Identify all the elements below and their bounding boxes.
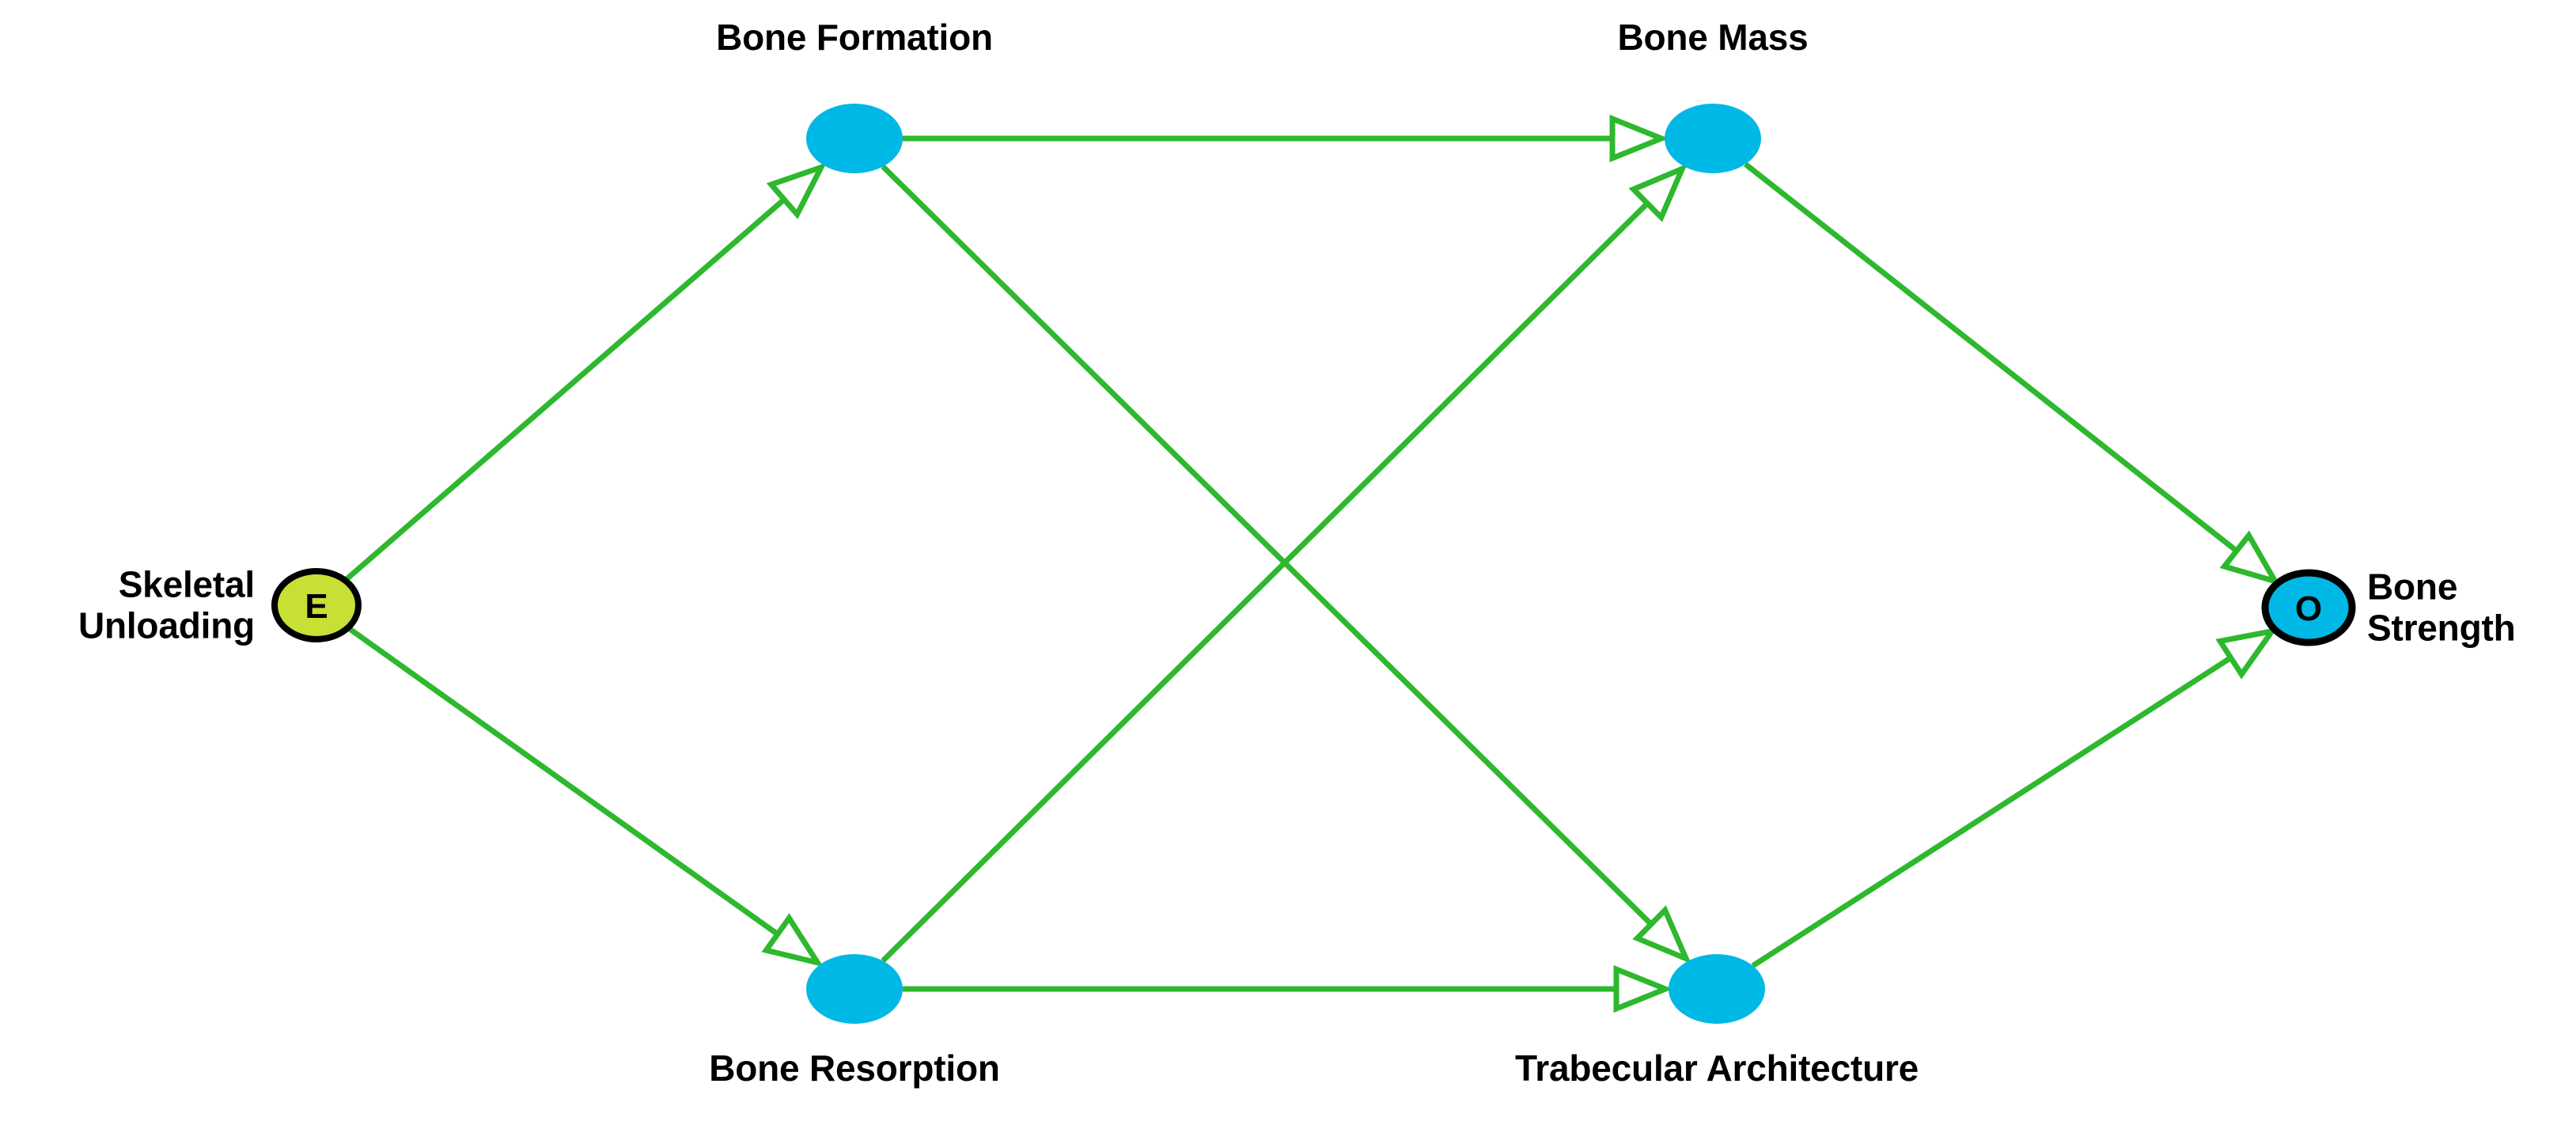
node-o[interactable] (2261, 569, 2356, 646)
arrowhead-bf-to-ta (1632, 905, 1691, 964)
edge-ta-to-o (1751, 655, 2233, 968)
node-label-bone-strength: Bone Strength (2367, 566, 2516, 648)
edge-bf-to-ta (881, 165, 1654, 926)
edge-bm-to-o (1744, 161, 2239, 554)
node-label-bone-formation: Bone Formation (716, 17, 993, 58)
edge-e-to-br (346, 625, 779, 937)
edge-br-to-bm (881, 201, 1650, 963)
arrowhead-br-to-ta (1613, 964, 1673, 1013)
arrowhead-bm-to-o (2219, 530, 2282, 586)
node-e[interactable] (271, 568, 362, 642)
node-label-trabecular-architecture: Trabecular Architecture (1514, 1048, 1919, 1089)
arrowhead-e-to-bf (766, 162, 828, 220)
node-layer (271, 104, 2356, 1024)
edge-e-to-bf (343, 197, 786, 583)
node-label-skeletal-unloading: Skeletal Unloading (78, 563, 255, 646)
node-bf[interactable] (806, 104, 903, 173)
arrowhead-ta-to-o (2215, 627, 2279, 680)
edge-layer (343, 114, 2282, 1013)
arrowhead-br-to-bm (1628, 163, 1688, 222)
arrowhead-bf-to-bm (1609, 114, 1669, 163)
arrowhead-e-to-br (761, 913, 824, 968)
node-ta[interactable] (1669, 954, 1765, 1024)
node-label-bone-resorption: Bone Resorption (709, 1048, 1000, 1089)
node-label-bone-mass: Bone Mass (1617, 17, 1809, 58)
node-bm[interactable] (1665, 104, 1761, 173)
node-br[interactable] (806, 954, 903, 1024)
